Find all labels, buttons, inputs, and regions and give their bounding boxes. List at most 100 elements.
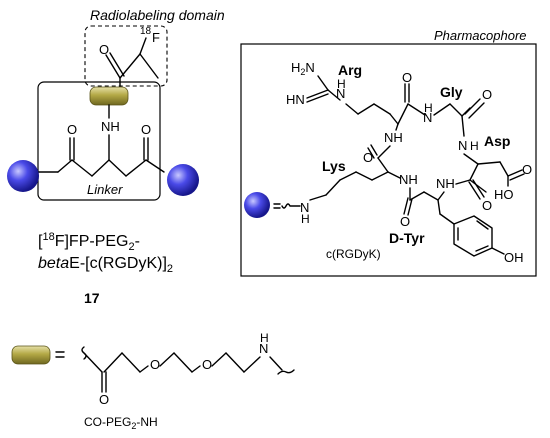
asp-side-2 <box>499 161 509 177</box>
linker-box <box>37 81 161 201</box>
lys-nh-h: H <box>301 212 310 226</box>
peg-chain-7 <box>191 365 201 373</box>
left-carbonyl-oxygen: O <box>67 122 77 137</box>
ring-co5-b <box>370 144 378 156</box>
lys-attach-wavy <box>281 203 301 209</box>
asp-ho: HO <box>494 187 514 202</box>
ring-bond-7 <box>469 163 479 181</box>
peg-chain-9 <box>225 352 245 373</box>
peg-unit-rect <box>89 86 129 106</box>
asp-side-1 <box>477 161 501 165</box>
tyr-oh: OH <box>504 250 524 265</box>
linker-left-bond-1 <box>91 159 110 177</box>
ring-bond-9 <box>437 191 445 201</box>
linker-right-bond-2 <box>125 159 147 177</box>
peg-chain-10 <box>243 356 261 373</box>
arg-chain-3 <box>373 103 391 115</box>
residue-asp: Asp <box>484 133 510 149</box>
peg-chain-3 <box>121 352 141 373</box>
ring-o4: O <box>400 214 410 229</box>
ring-bond-14 <box>377 145 391 159</box>
ring-bond-3 <box>433 103 451 116</box>
ring-co5-a <box>367 147 375 159</box>
tyr-aromatic-b <box>475 245 489 252</box>
pharmacophore-sphere <box>244 192 270 218</box>
peg-ether-oxygen-2: O <box>202 357 212 372</box>
peg-carbonyl-oxygen: O <box>99 392 109 407</box>
ring-co3-b <box>472 179 485 198</box>
compound-name-line-1: [18F]FP-PEG2- <box>38 231 140 253</box>
ring-bond-10 <box>423 191 439 201</box>
ring-o3: O <box>482 198 492 213</box>
tyr-phenol-ring <box>453 215 493 257</box>
tyr-aromatic-a <box>476 220 489 230</box>
ring-bond-8 <box>455 179 471 185</box>
linker-left-bond-3 <box>57 159 73 173</box>
ring-co2-a <box>464 98 481 115</box>
peg-right-wavy <box>277 369 295 375</box>
ring-o5: O <box>363 150 373 165</box>
asp-co-b <box>509 173 525 181</box>
lys-chain-1 <box>371 171 389 181</box>
ring-nh2-n: N <box>458 138 467 153</box>
ring-co2-link <box>461 107 471 117</box>
arg-chain-1 <box>345 103 359 115</box>
ring-nh5: NH <box>384 130 403 145</box>
arg-chain-4 <box>389 113 399 125</box>
peg-ether-oxygen-1: O <box>150 357 160 372</box>
guan-bond-1 <box>317 75 329 91</box>
residue-lys: Lys <box>322 158 346 174</box>
arg-h2n: H2N <box>291 60 315 77</box>
peg-chain-11 <box>269 356 283 371</box>
ring-co2-b <box>468 102 485 119</box>
radiolabeling-domain-title: Radiolabeling domain <box>90 7 225 23</box>
ring-bond-13 <box>377 157 389 173</box>
carbonyl-double-bond-a <box>105 54 121 79</box>
lys-chain-3 <box>339 171 357 181</box>
lys-chain-4 <box>325 179 341 196</box>
ring-co4-b <box>407 198 413 216</box>
fluorine-atom: F <box>152 30 160 45</box>
ring-co4-a <box>403 197 409 215</box>
guan-bond-3 <box>327 89 341 101</box>
cyclic-peptide-label: c(RGDyK) <box>326 247 381 261</box>
tyr-oh-bond <box>491 247 505 255</box>
ring-co3-link <box>469 179 487 193</box>
peg-chain-6 <box>173 352 193 373</box>
peg-chain-4 <box>139 365 149 373</box>
peg-chain-2 <box>103 352 123 373</box>
compound-number: 17 <box>84 290 100 306</box>
ring-o1: O <box>402 70 412 85</box>
ring-co3-a <box>468 181 481 200</box>
residue-gly: Gly <box>440 84 463 100</box>
carbonyl-double-bond-b <box>109 52 125 77</box>
residue-arg: Arg <box>338 62 362 78</box>
peg-unit-label: CO-PEG2-NH <box>84 415 158 431</box>
peg-chain-5 <box>159 352 175 367</box>
linker-right-bond-1 <box>108 159 127 177</box>
fluorine-isotope: 18 <box>140 26 152 37</box>
asp-co-a <box>507 169 523 177</box>
lys-chain-5 <box>309 194 327 201</box>
residue-dtyr: D-Tyr <box>389 230 425 246</box>
radiolabel-methyl-bond <box>139 53 159 79</box>
radiolabel-chain-bond <box>119 53 141 79</box>
right-carbonyl-oxygen: O <box>141 122 151 137</box>
right-rgd-sphere <box>167 164 199 196</box>
arg-nh-h: H <box>337 77 346 91</box>
arg-chain-2 <box>357 103 375 115</box>
ring-bond-2 <box>407 103 426 116</box>
peg-chain-1 <box>83 352 103 373</box>
lys-chain-2 <box>355 171 373 181</box>
radiolabel-carbonyl-oxygen: O <box>99 42 109 57</box>
linker-right-bond-3 <box>145 159 165 173</box>
linker-left-bond-2 <box>71 159 93 177</box>
radiolabeling-domain-box <box>84 25 168 87</box>
lys-nh-n: N <box>300 200 309 215</box>
peg-n: N <box>259 341 268 356</box>
ring-bond-15 <box>395 123 399 131</box>
guan-bond-2b <box>306 93 329 103</box>
ring-nh1-n: N <box>423 110 432 125</box>
ring-nh1-h: H <box>424 101 433 115</box>
ring-nh2-h: H <box>470 139 479 153</box>
